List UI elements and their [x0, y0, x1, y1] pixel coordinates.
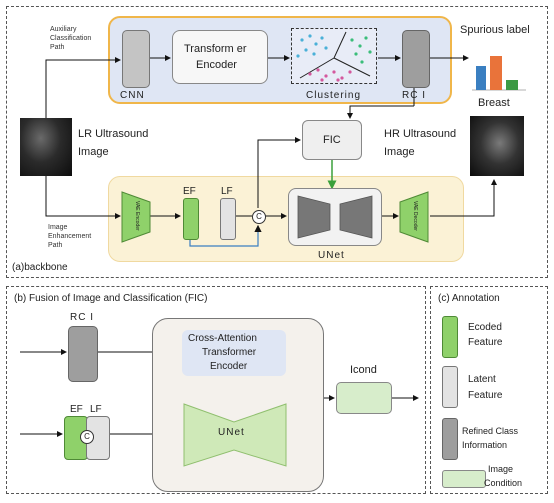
arrow-lr-to-vae	[45, 176, 121, 219]
bar-orange	[490, 56, 502, 90]
enh-path-label-1: Image	[48, 224, 68, 231]
lr-ultrasound-image	[20, 118, 72, 176]
b-concat-c: C	[84, 432, 90, 441]
cnn-block	[122, 30, 150, 88]
rci-label: RC I	[402, 90, 426, 101]
annotation-title: (c) Annotation	[438, 293, 500, 304]
hr-label-2: Image	[384, 146, 415, 158]
fic-panel-frame	[6, 286, 426, 494]
concat-c: C	[256, 212, 262, 221]
icond-label: Icond	[350, 364, 377, 376]
legend-latent-1: Latent	[468, 374, 496, 385]
b-rci-label: RC I	[70, 312, 94, 323]
fic-label: FIC	[323, 134, 341, 146]
bar-green	[506, 80, 518, 90]
legend-refined-1: Refined Class	[462, 426, 519, 436]
spurious-label-title: Spurious label	[460, 24, 530, 36]
breast-label: Breast	[478, 97, 510, 109]
concat-circle: C	[252, 210, 266, 224]
backbone-frame	[6, 6, 548, 278]
legend-swatch-refined	[442, 418, 458, 460]
b-concat-circle: C	[80, 430, 94, 444]
cross-attn-label-3: Encoder	[210, 361, 248, 372]
unet-label: UNet	[318, 250, 345, 261]
legend-swatch-encoded	[442, 316, 458, 358]
transformer-label-1: Transform er	[184, 43, 247, 55]
lf-block	[220, 198, 236, 240]
enh-path-label-2: Enhancement	[48, 233, 92, 240]
cross-attn-label-2: Transformer	[202, 347, 257, 358]
transformer-encoder-block	[172, 30, 268, 84]
legend-swatch-condition	[442, 470, 486, 488]
legend-latent-2: Feature	[468, 390, 503, 401]
legend-swatch-latent	[442, 366, 458, 408]
legend-encoded-2: Feature	[468, 337, 503, 348]
lf-label: LF	[221, 186, 233, 197]
fic-block	[302, 120, 362, 160]
cross-attention-block	[182, 330, 286, 376]
hr-ultrasound-image	[470, 116, 524, 176]
hr-label-1: HR Ultrasound	[384, 128, 457, 140]
legend-condition-1: Image	[488, 464, 514, 474]
b-lf-label: LF	[90, 404, 102, 415]
backbone-label: (a)backbone	[12, 262, 68, 273]
legend-condition-2: Condition	[484, 478, 523, 488]
legend-encoded-1: Ecoded	[468, 322, 502, 333]
aux-path-label-3: Path	[50, 44, 65, 51]
fic-panel-title: (b) Fusion of Image and Classification (…	[14, 293, 208, 304]
b-unet-label: UNet	[218, 427, 245, 438]
legend-refined-2: Information	[462, 440, 508, 450]
annotation-frame	[430, 286, 548, 494]
arrow-lr-to-cnn	[45, 57, 121, 118]
cnn-label: CNN	[120, 90, 145, 101]
lr-label-2: Image	[78, 146, 109, 158]
transformer-label-2: Encoder	[196, 59, 237, 71]
arrow-concat-fic	[257, 137, 301, 208]
lr-label-1: LR Ultrasound	[78, 128, 149, 140]
aux-path-label-2: Classification	[50, 35, 92, 42]
enh-path-label-3: Path	[48, 242, 63, 249]
arrow-dec-hr	[430, 179, 497, 217]
rci-block	[402, 30, 430, 88]
b-rci-block	[68, 326, 98, 382]
aux-path-label-1: Auxiliary	[50, 26, 77, 33]
ef-label: EF	[183, 186, 196, 197]
bar-blue	[476, 66, 486, 90]
ef-block	[183, 198, 199, 240]
b-ef-label: EF	[70, 404, 83, 415]
cross-attn-label-1: Cross-Attention	[188, 333, 257, 344]
icond-block	[336, 382, 392, 414]
clustering-label: Clustering	[306, 90, 362, 101]
